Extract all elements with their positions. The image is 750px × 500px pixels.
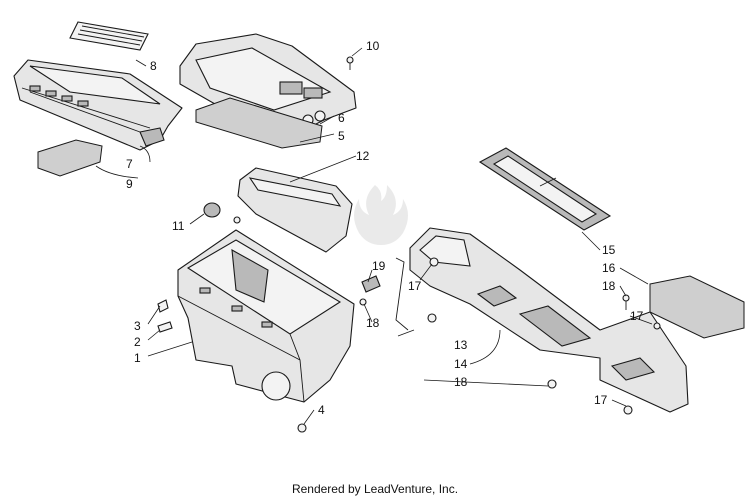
callout-13: 13 <box>454 338 468 352</box>
callout-2: 2 <box>134 335 141 349</box>
part-5-foam-pad <box>195 97 323 149</box>
callout-18-bottom: 18 <box>454 375 468 389</box>
callout-18-left: 18 <box>366 316 380 330</box>
callout-11: 11 <box>172 219 185 233</box>
leader-lines <box>95 47 653 425</box>
callout-1: 1 <box>134 351 141 365</box>
part-3-clip <box>157 299 169 313</box>
callout-18-right: 18 <box>602 279 616 293</box>
part-16-foam-block <box>649 275 745 339</box>
part-7-panel-cover <box>13 59 183 151</box>
watermark-logo <box>354 185 408 245</box>
callout-9: 9 <box>126 177 133 191</box>
callout-19: 19 <box>372 259 386 273</box>
fasteners-17-18 <box>427 294 661 415</box>
callout-17-right: 17 <box>630 309 644 323</box>
callout-10: 10 <box>366 39 380 53</box>
part-2-bolt <box>157 321 173 333</box>
part-10-screw <box>346 56 354 70</box>
part-9-foam-pad <box>37 139 103 177</box>
part-12-cover <box>237 167 353 253</box>
part-14-rear-console <box>409 227 689 413</box>
callout-5: 5 <box>338 129 345 143</box>
callout-6: 6 <box>338 111 345 125</box>
callout-7: 7 <box>126 157 133 171</box>
callout-17-bottom: 17 <box>594 393 608 407</box>
part-8-vent-screen <box>69 21 149 51</box>
callout-12: 12 <box>356 149 370 163</box>
part-11-knob <box>203 202 241 224</box>
callout-8: 8 <box>150 59 157 73</box>
callout-17-left: 17 <box>408 279 422 293</box>
part-19-latch <box>361 275 381 293</box>
part-13-rod <box>359 257 409 331</box>
callout-14: 14 <box>454 357 468 371</box>
callout-15: 15 <box>602 243 616 257</box>
callout-3: 3 <box>134 319 141 333</box>
callout-16: 16 <box>602 261 616 275</box>
callout-4: 4 <box>318 403 325 417</box>
part-1-console-box <box>177 229 355 403</box>
render-credit: Rendered by LeadVenture, Inc. <box>291 482 459 496</box>
part-15-gasket-frame <box>478 147 612 231</box>
part-4-screw <box>297 423 307 433</box>
